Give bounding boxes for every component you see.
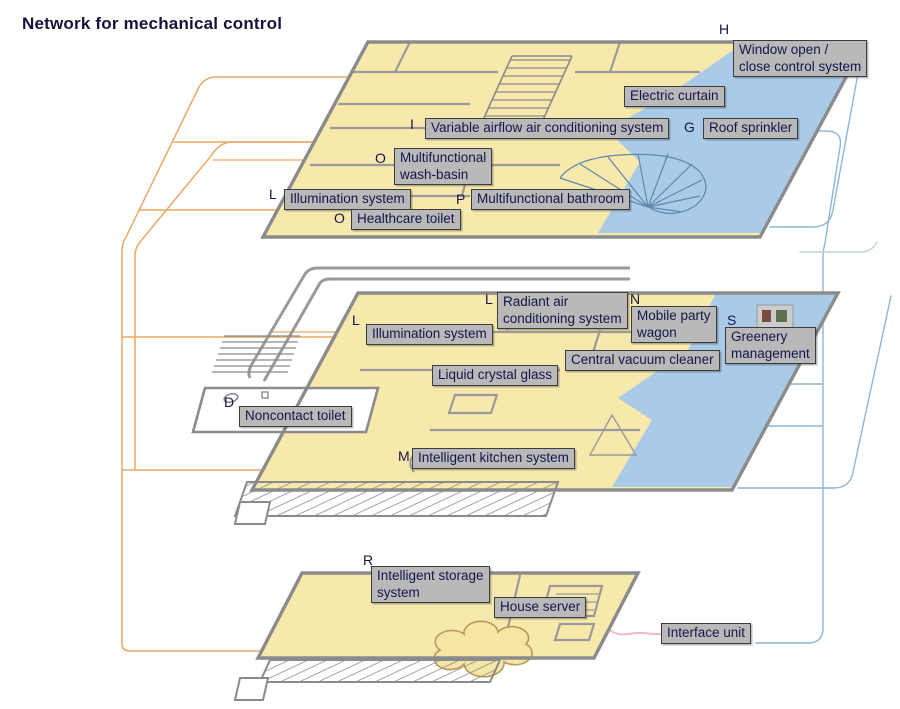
label-line: Window open / [739,42,829,57]
marker-g: G [684,119,695,135]
greenery-icon [756,304,794,329]
marker-n: N [630,291,641,307]
label-mobile-party-wagon: Mobile party wagon [631,306,717,343]
label-line: Mobile party [637,308,711,323]
label-multifunctional-wash-basin: Multifunctional wash-basin [394,148,493,185]
marker-o-healthcare: O [334,210,345,226]
label-liquid-crystal-glass: Liquid crystal glass [432,365,559,386]
straight-stairs [482,55,573,121]
marker-h: H [719,21,730,37]
label-central-vacuum-cleaner: Central vacuum cleaner [565,350,720,371]
label-intelligent-storage-system: Intelligent storage system [371,566,490,603]
label-illumination-system-top: Illumination system [284,189,411,210]
floor-bottom [233,571,641,701]
label-roof-sprinkler: Roof sprinkler [703,118,799,139]
label-window-open-close-control-system: Window open / close control system [733,40,868,77]
label-line: close control system [739,58,862,74]
label-line: Intelligent storage [377,568,484,583]
label-line: management [731,345,810,361]
bottom-terrace-hatch [233,659,502,701]
label-greenery-management: Greenery management [725,327,816,364]
label-radiant-air-conditioning-system: Radiant air conditioning system [497,292,628,329]
label-healthcare-toilet: Healthcare toilet [351,209,461,230]
marker-l-illumination-mid: L [352,312,360,328]
label-illumination-system-mid: Illumination system [366,324,493,345]
marker-l-illumination-top: L [269,186,277,202]
label-electric-curtain: Electric curtain [624,86,725,107]
marker-l-radiant: L [485,291,493,307]
label-line: wash-basin [400,166,469,182]
marker-d: D [224,394,235,410]
label-line: Greenery [731,329,788,344]
page-title: Network for mechanical control [22,14,283,33]
marker-s: S [727,312,737,328]
label-noncontact-toilet: Noncontact toilet [239,406,352,427]
marker-o-washbasin: O [375,150,386,166]
label-line: conditioning system [503,310,622,326]
label-line: Radiant air [503,294,569,309]
label-intelligent-kitchen-system: Intelligent kitchen system [412,448,575,469]
marker-p: P [456,191,466,207]
middle-stairs [212,335,300,373]
balcony-rail [247,266,630,382]
label-variable-airflow-ac-system: Variable airflow air conditioning system [425,118,670,139]
label-line: Multifunctional [400,150,487,165]
marker-m: M [398,448,410,464]
label-multifunctional-bathroom: Multifunctional bathroom [471,189,631,210]
label-line: system [377,584,420,600]
marker-r: R [363,552,374,568]
label-line: wagon [637,324,677,340]
label-house-server: House server [494,597,587,618]
marker-i: I [410,116,414,132]
label-interface-unit: Interface unit [661,623,752,644]
